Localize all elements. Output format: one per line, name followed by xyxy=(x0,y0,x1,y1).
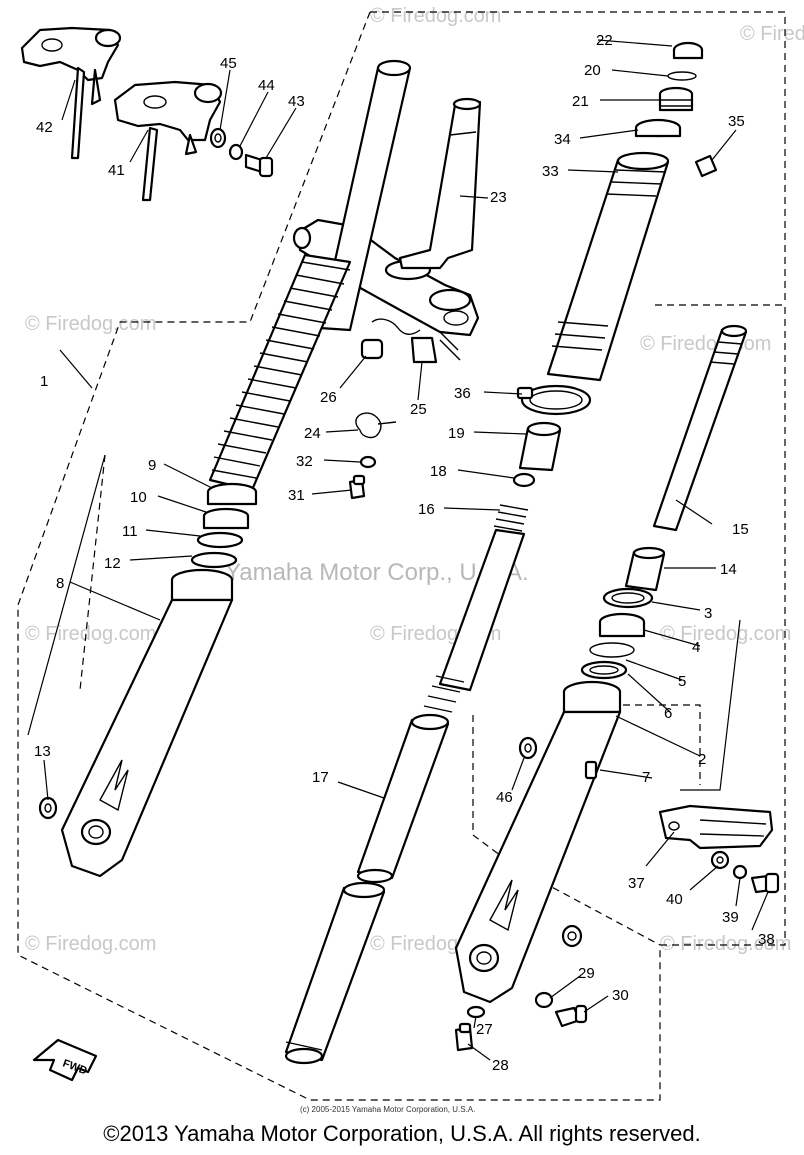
label-11: 11 xyxy=(122,523,138,540)
label-16: 16 xyxy=(418,501,435,518)
part-labels: 42 41 45 44 43 22 20 21 34 35 33 23 26 2… xyxy=(34,32,775,1074)
label-45: 45 xyxy=(220,55,237,72)
label-25: 25 xyxy=(410,401,427,418)
label-2: 2 xyxy=(698,751,706,768)
outer-tube-left-8 xyxy=(38,568,234,878)
fwd-arrow: FWD xyxy=(32,1038,98,1082)
leader-lines xyxy=(43,39,769,1061)
watermark-site: © Firedog.com xyxy=(370,5,501,27)
label-6: 6 xyxy=(664,705,672,722)
label-18: 18 xyxy=(430,463,447,480)
label-42: 42 xyxy=(36,119,53,136)
watermarks: © Firedog.com © Firedog.com © Firedog.co… xyxy=(25,5,804,955)
label-44: 44 xyxy=(258,77,275,94)
handlebar-holder-41 xyxy=(113,80,223,202)
bottom-bolts xyxy=(454,991,588,1052)
label-31: 31 xyxy=(288,487,305,504)
label-15: 15 xyxy=(732,521,749,538)
rubber-boot-left xyxy=(208,253,352,492)
label-5: 5 xyxy=(678,673,686,690)
watermark-site: © Firedog.com xyxy=(740,23,804,45)
label-26: 26 xyxy=(320,389,337,406)
label-29: 29 xyxy=(578,965,595,982)
label-27: 27 xyxy=(476,1021,493,1038)
watermark-site: © Firedog.com xyxy=(25,623,156,645)
label-23: 23 xyxy=(490,189,507,206)
label-19: 19 xyxy=(448,425,465,442)
cable-guide-37 xyxy=(658,804,780,894)
label-30: 30 xyxy=(612,987,629,1004)
label-24: 24 xyxy=(304,425,321,442)
label-36: 36 xyxy=(454,385,471,402)
watermark-site: © Firedog.com xyxy=(660,933,791,955)
label-1: 1 xyxy=(40,373,48,390)
damper-rod-15 xyxy=(624,324,748,592)
watermark-site: © Firedog.com xyxy=(25,933,156,955)
rings-9-12 xyxy=(190,482,258,569)
small-credit: (c) 2005-2015 Yamaha Motor Corporation, … xyxy=(300,1105,475,1114)
upper-right-parts xyxy=(546,41,718,382)
label-12: 12 xyxy=(104,555,121,572)
outer-tube-right-2 xyxy=(454,680,622,1004)
label-35: 35 xyxy=(728,113,745,130)
label-32: 32 xyxy=(296,453,313,470)
label-39: 39 xyxy=(722,909,739,926)
copyright-notice: ©2013 Yamaha Motor Corporation, U.S.A. A… xyxy=(103,1121,701,1146)
label-33: 33 xyxy=(542,163,559,180)
label-14: 14 xyxy=(720,561,737,578)
label-38: 38 xyxy=(758,931,775,948)
bolts-31-32 xyxy=(348,455,377,500)
label-28: 28 xyxy=(492,1057,509,1074)
label-20: 20 xyxy=(584,62,601,79)
washers-43-45 xyxy=(209,127,274,178)
group-brackets xyxy=(27,454,741,791)
watermark-site: © Firedog.com xyxy=(25,313,156,335)
label-10: 10 xyxy=(130,489,147,506)
rings-3-6 xyxy=(580,587,654,680)
small-parts-24-26 xyxy=(355,318,461,439)
watermark-site: © Firedog.com xyxy=(660,623,791,645)
label-37: 37 xyxy=(628,875,645,892)
label-21: 21 xyxy=(572,93,589,110)
steering-stem-23 xyxy=(398,97,482,270)
watermark-site: © Firedog.com xyxy=(640,333,771,355)
label-4: 4 xyxy=(692,639,700,656)
label-13: 13 xyxy=(34,743,51,760)
label-22: 22 xyxy=(596,32,613,49)
label-41: 41 xyxy=(108,162,125,179)
label-46: 46 xyxy=(496,789,513,806)
handlebar-holder-42 xyxy=(20,26,122,160)
label-40: 40 xyxy=(666,891,683,908)
spring-16-17 xyxy=(284,504,529,1065)
label-7: 7 xyxy=(642,769,650,786)
parts-18-19-36 xyxy=(512,384,592,488)
label-3: 3 xyxy=(704,605,712,622)
label-43: 43 xyxy=(288,93,305,110)
label-9: 9 xyxy=(148,457,156,474)
label-34: 34 xyxy=(554,131,571,148)
label-8: 8 xyxy=(56,575,64,592)
label-17: 17 xyxy=(312,769,329,786)
